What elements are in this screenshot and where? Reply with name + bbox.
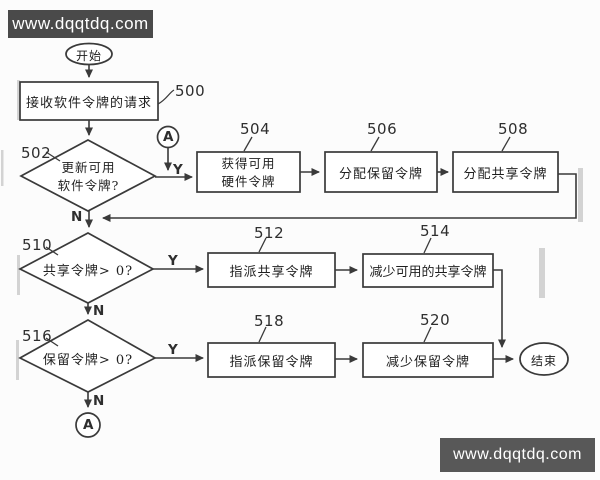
leader-508 bbox=[501, 136, 511, 152]
process-500-label: 接收软件令牌的请求 bbox=[25, 95, 152, 111]
ref-leader-lines bbox=[45, 89, 511, 347]
decision-510-label: 共享令牌> 0? bbox=[42, 263, 134, 279]
arrow-514-to-end-line bbox=[493, 269, 506, 348]
connector-a-bottom-label: A bbox=[83, 417, 94, 433]
connector-a-top-label: A bbox=[163, 129, 174, 145]
leader-512 bbox=[258, 237, 267, 253]
decision-502-label-line2: 软件令牌? bbox=[57, 178, 120, 193]
branch-502-yes: Y bbox=[173, 162, 183, 178]
branch-516-yes: Y bbox=[168, 342, 178, 358]
branch-502-no: N bbox=[71, 209, 83, 225]
ref-512: 512 bbox=[254, 224, 285, 242]
leader-514 bbox=[423, 237, 432, 254]
watermark-top: www.dqqtdq.com bbox=[8, 10, 153, 38]
start-terminal-shape bbox=[65, 42, 113, 66]
connector-a-bottom-shape bbox=[75, 412, 101, 438]
process-512-label: 指派共享令牌 bbox=[229, 264, 314, 280]
connector-a-top-shape bbox=[156, 125, 180, 149]
process-514-label: 减少可用的共享令牌 bbox=[369, 265, 487, 280]
ref-516: 516 bbox=[22, 327, 53, 345]
ref-520: 520 bbox=[420, 311, 451, 329]
decision-502-label-line1: 更新可用 bbox=[61, 160, 116, 175]
leader-510 bbox=[45, 246, 59, 256]
branch-510-no: N bbox=[93, 303, 105, 319]
decision-516-label: 保留令牌> 0? bbox=[42, 352, 134, 368]
process-504-label-line2: 硬件令牌 bbox=[221, 174, 276, 189]
process-514-shape bbox=[362, 253, 494, 288]
leader-506 bbox=[370, 136, 380, 152]
decision-502-shape bbox=[19, 139, 157, 212]
leader-504 bbox=[243, 136, 253, 152]
ref-514: 514 bbox=[420, 222, 451, 240]
end-terminal-shape bbox=[519, 342, 569, 376]
ref-518: 518 bbox=[254, 312, 285, 330]
leader-500 bbox=[157, 89, 175, 105]
leader-516 bbox=[45, 337, 59, 347]
arrow-508-feedback-to-no-junction bbox=[102, 173, 577, 222]
end-terminal-label: 结束 bbox=[530, 354, 557, 368]
process-520-label: 减少保留令牌 bbox=[385, 354, 470, 370]
process-518-shape bbox=[207, 342, 336, 378]
ref-510: 510 bbox=[22, 236, 53, 254]
ref-502: 502 bbox=[21, 144, 52, 162]
process-518-label: 指派保留令牌 bbox=[229, 354, 314, 370]
branch-510-yes: Y bbox=[168, 253, 178, 269]
branch-516-no: N bbox=[93, 393, 105, 409]
process-512-shape bbox=[207, 252, 336, 288]
leader-502 bbox=[45, 151, 61, 162]
process-508-label: 分配共享令牌 bbox=[463, 166, 548, 182]
leader-518 bbox=[258, 326, 267, 343]
ref-506: 506 bbox=[367, 120, 398, 138]
ref-504: 504 bbox=[240, 120, 271, 138]
scan-artifact-lines bbox=[1, 80, 583, 380]
process-504-label-line1: 获得可用 bbox=[221, 156, 276, 171]
process-506-shape bbox=[324, 151, 438, 193]
start-terminal-label: 开始 bbox=[75, 49, 102, 63]
watermark-bottom: www.dqqtdq.com bbox=[440, 438, 595, 472]
process-520-shape bbox=[362, 342, 494, 378]
process-504-shape bbox=[196, 151, 301, 193]
flow-arrows bbox=[84, 65, 577, 408]
leader-520 bbox=[423, 326, 432, 343]
process-508-shape bbox=[452, 151, 559, 193]
ref-500: 500 bbox=[175, 82, 206, 100]
process-506-label: 分配保留令牌 bbox=[338, 166, 423, 182]
ref-508: 508 bbox=[498, 120, 529, 138]
process-500-shape bbox=[19, 81, 159, 121]
